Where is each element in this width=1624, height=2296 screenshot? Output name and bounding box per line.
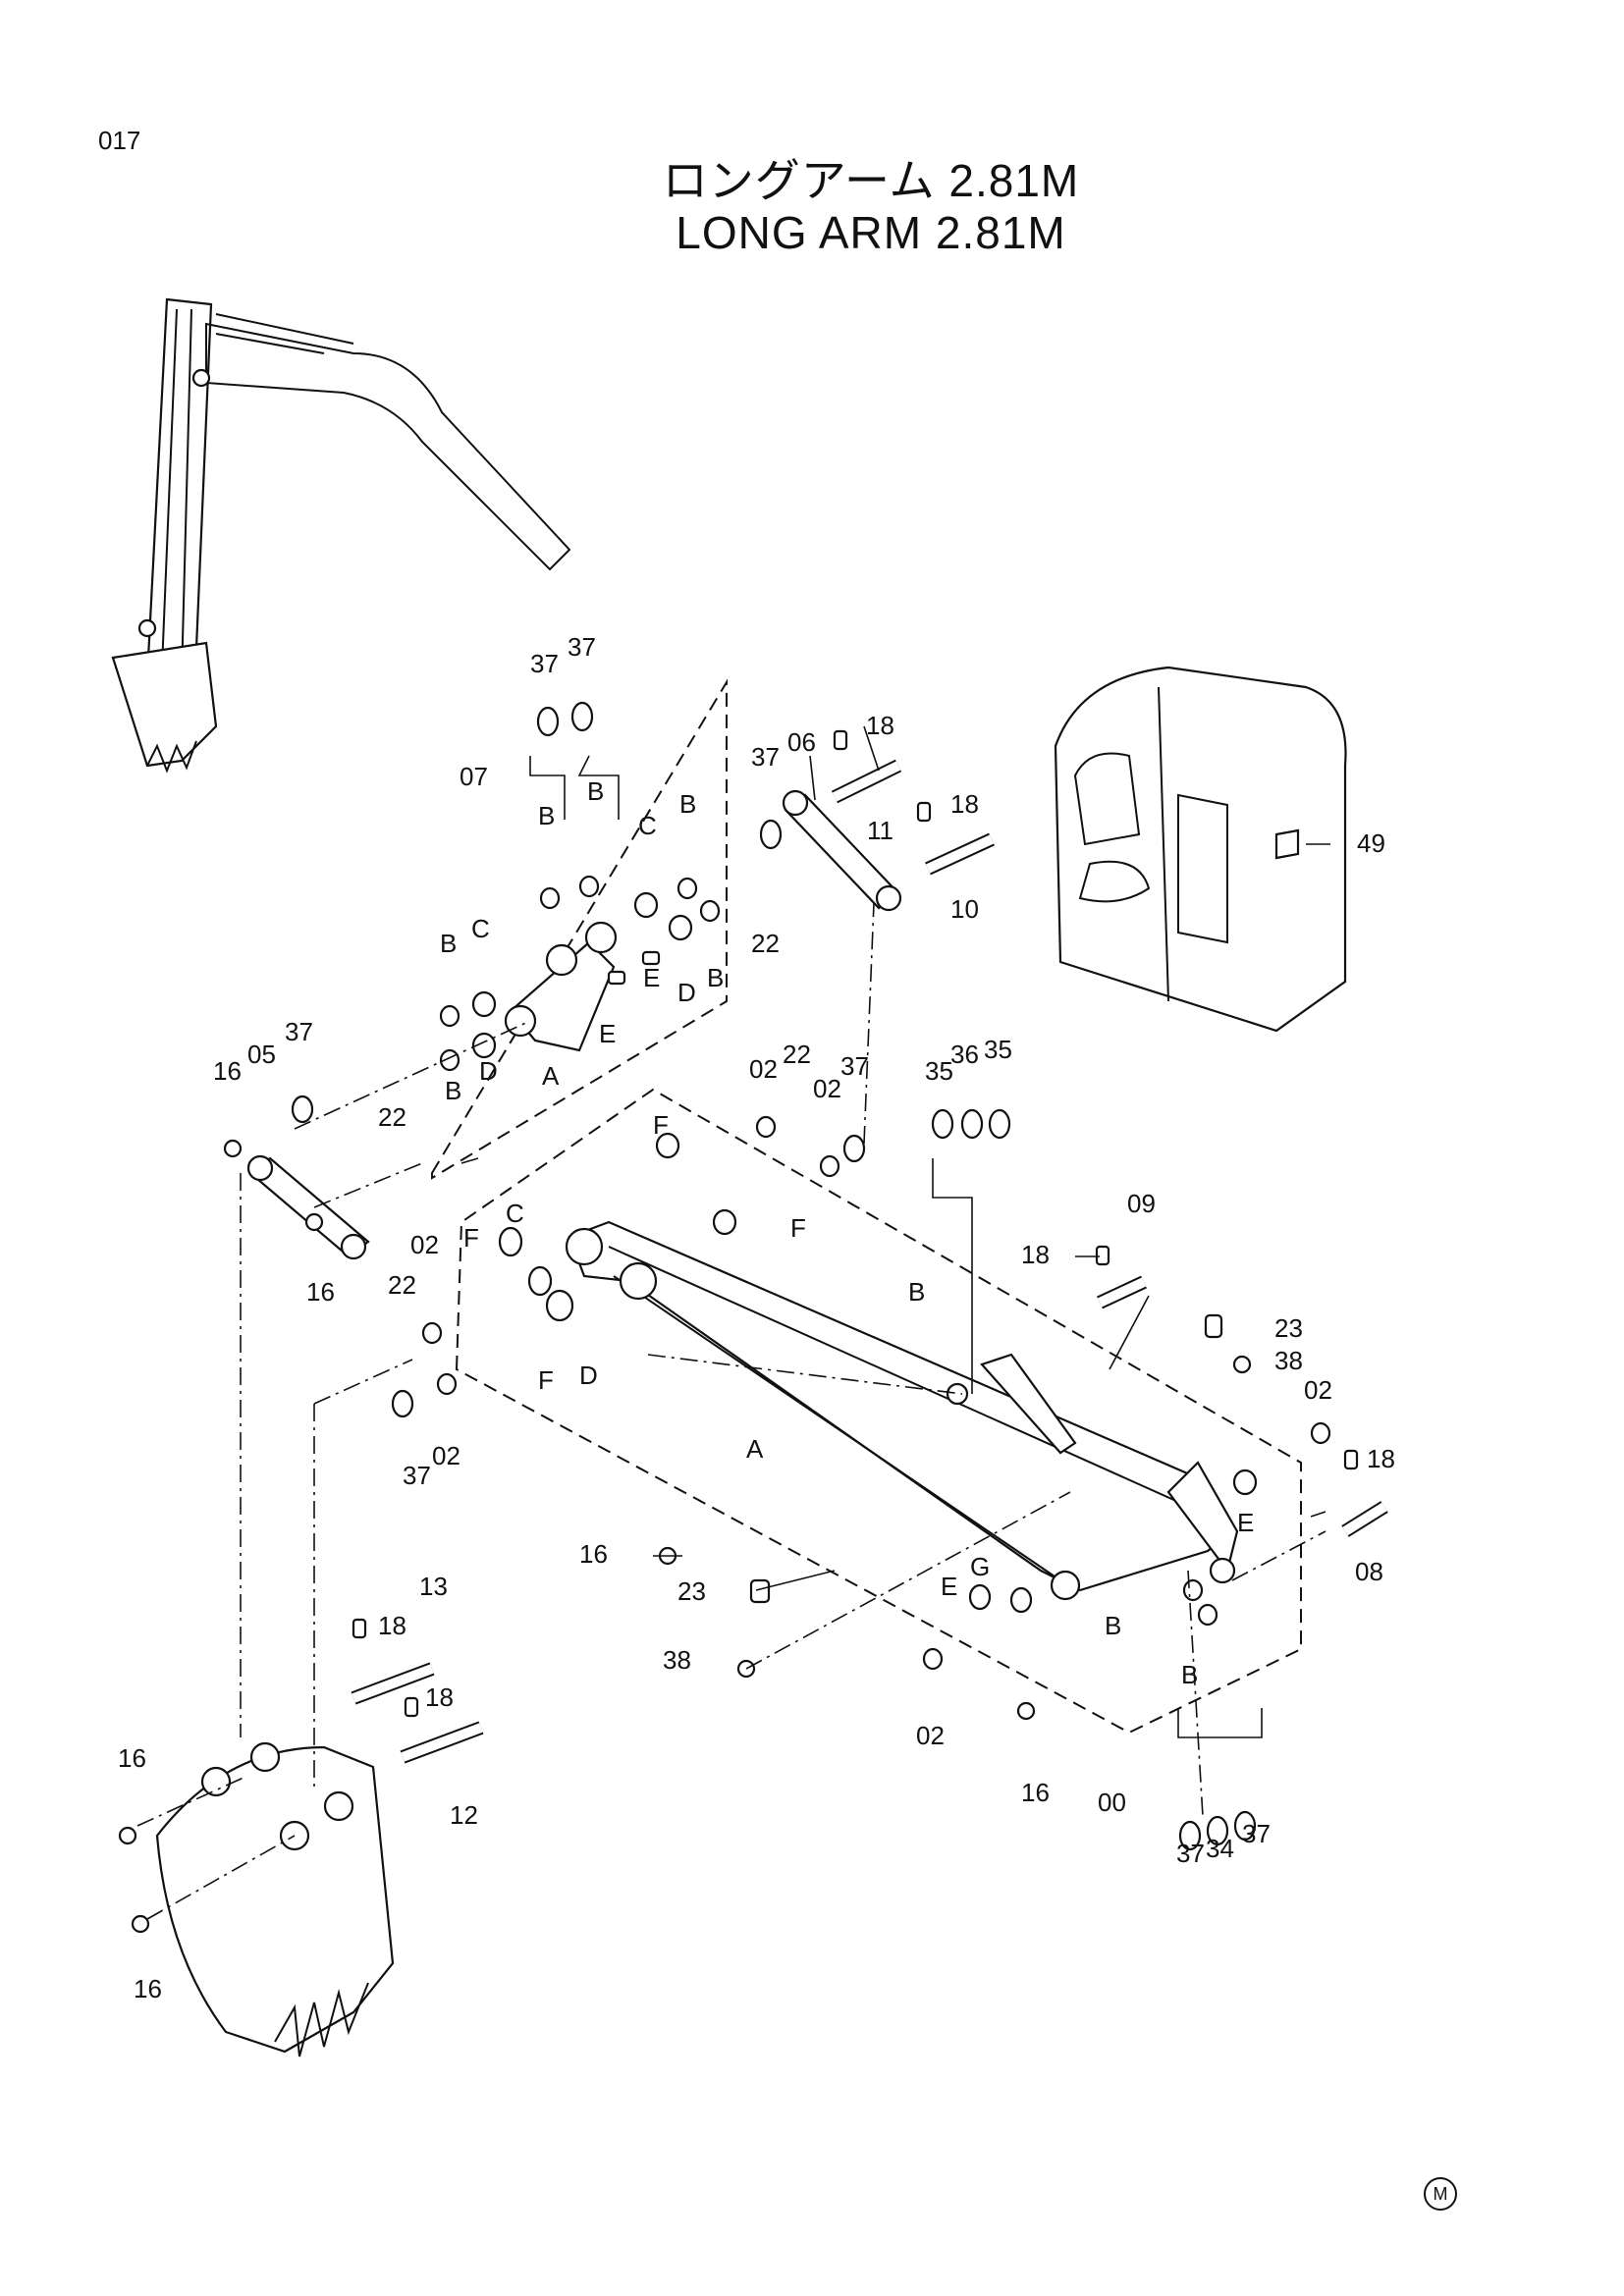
callout-37: 37	[403, 1461, 431, 1490]
callout-18: 18	[1021, 1240, 1050, 1269]
callout-23: 23	[677, 1576, 706, 1606]
callout-02: 02	[813, 1074, 841, 1103]
callout-22: 22	[378, 1102, 406, 1132]
callout-f: F	[538, 1365, 554, 1395]
callout-18: 18	[425, 1682, 454, 1712]
callout-d: D	[579, 1361, 598, 1390]
callout-22: 22	[751, 929, 780, 958]
callout-b: B	[1181, 1660, 1198, 1689]
callout-02: 02	[410, 1230, 439, 1259]
callout-labels: 37 37 07 B B C B B C B D E E A D B 37 06…	[118, 632, 1395, 2003]
callout-16: 16	[306, 1277, 335, 1307]
callout-37: 37	[568, 632, 596, 662]
trademark-symbol: M	[1424, 2177, 1457, 2211]
callout-07: 07	[460, 762, 488, 791]
link-05	[246, 1154, 370, 1260]
callout-b: B	[445, 1076, 461, 1105]
callout-02: 02	[1304, 1375, 1332, 1405]
pins	[351, 759, 1388, 1764]
callout-38: 38	[1274, 1346, 1303, 1375]
callout-06: 06	[787, 727, 816, 757]
arm-body	[565, 1220, 1239, 1601]
callout-22: 22	[783, 1040, 811, 1069]
callout-a: A	[542, 1061, 560, 1091]
kit-00-boundary	[455, 1088, 1302, 1735]
title-japanese: ロングアーム 2.81M	[662, 155, 1080, 206]
callout-08: 08	[1355, 1557, 1383, 1586]
callout-34: 34	[1206, 1834, 1234, 1863]
callout-f: F	[653, 1110, 669, 1140]
callout-e: E	[1237, 1508, 1254, 1537]
callout-f: F	[463, 1223, 479, 1253]
callout-18: 18	[866, 711, 894, 740]
callout-d: D	[677, 978, 696, 1007]
label-part-49	[1274, 828, 1300, 860]
callout-10: 10	[950, 894, 979, 924]
link-06	[782, 789, 902, 912]
callout-37: 37	[840, 1051, 869, 1081]
callout-49: 49	[1357, 828, 1385, 858]
callout-00: 00	[1098, 1788, 1126, 1817]
callout-c: C	[506, 1199, 524, 1228]
callout-b: B	[587, 776, 604, 806]
callout-e: E	[941, 1572, 957, 1601]
callout-05: 05	[247, 1040, 276, 1069]
callout-02: 02	[432, 1441, 460, 1470]
callout-b: B	[679, 789, 696, 819]
callout-18: 18	[378, 1611, 406, 1640]
callout-22: 22	[388, 1270, 416, 1300]
callout-18: 18	[950, 789, 979, 819]
center-lines	[136, 902, 1326, 1920]
callout-37: 37	[1242, 1819, 1271, 1848]
callout-16: 16	[1021, 1778, 1050, 1807]
callout-02: 02	[916, 1721, 945, 1750]
callout-13: 13	[419, 1572, 448, 1601]
title-english: LONG ARM 2.81M	[676, 207, 1066, 258]
callout-a: A	[746, 1434, 764, 1464]
callout-f: F	[790, 1213, 806, 1243]
callout-38: 38	[663, 1645, 691, 1675]
bushings-washers	[291, 701, 1331, 1851]
callout-36: 36	[950, 1040, 979, 1069]
callout-16: 16	[118, 1743, 146, 1773]
callout-37: 37	[285, 1017, 313, 1046]
callout-09: 09	[1127, 1189, 1156, 1218]
callout-16: 16	[213, 1056, 242, 1086]
page-number: 017	[98, 126, 141, 155]
callout-e: E	[643, 963, 660, 992]
callout-12: 12	[450, 1800, 478, 1830]
callout-b: B	[908, 1277, 925, 1307]
callout-c: C	[471, 914, 490, 943]
callout-b: B	[538, 801, 555, 830]
callout-37: 37	[1176, 1839, 1205, 1868]
leader-lines	[460, 725, 1330, 1738]
callout-35: 35	[984, 1035, 1012, 1064]
bucket-illustration	[155, 1741, 395, 2057]
callout-16: 16	[579, 1539, 608, 1569]
callout-37: 37	[751, 742, 780, 772]
retainers-fittings	[118, 729, 1359, 1934]
callout-b: B	[1105, 1611, 1121, 1640]
callout-g: G	[970, 1552, 990, 1581]
callout-b: B	[707, 963, 724, 992]
callout-e: E	[599, 1019, 616, 1048]
callout-b: B	[440, 929, 457, 958]
cab-illustration	[1054, 666, 1347, 1033]
callout-35: 35	[925, 1056, 953, 1086]
excavator-overview-illustration	[111, 297, 571, 774]
callout-c: C	[638, 811, 657, 840]
callout-02: 02	[749, 1054, 778, 1084]
callout-11: 11	[867, 816, 893, 845]
callout-23: 23	[1274, 1313, 1303, 1343]
callout-18: 18	[1367, 1444, 1395, 1473]
callout-37: 37	[530, 649, 559, 678]
callout-d: D	[479, 1056, 498, 1086]
kit-07-boundary	[431, 678, 728, 1180]
callout-16: 16	[134, 1974, 162, 2003]
